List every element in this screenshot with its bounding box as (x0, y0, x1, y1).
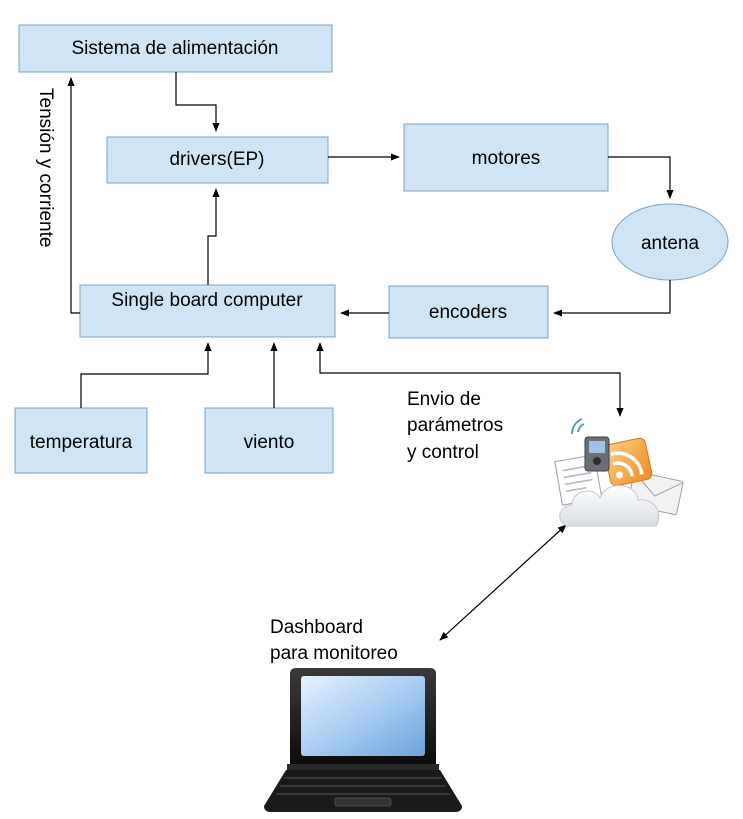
params-label-line2: parámetros (407, 415, 503, 436)
cloud-services-icon (554, 418, 684, 527)
dashboard-label-line2: para monitoreo (270, 643, 398, 664)
sbc-to-power-arrow (67, 77, 80, 314)
params-label: Envio de parámetros y control (407, 389, 503, 463)
antenna-to-encoders-arrow (553, 280, 671, 317)
motors-to-antenna-arrow (608, 156, 674, 199)
motors-label: motores (472, 148, 541, 169)
sbc-label: Single board computer (111, 290, 303, 311)
temperature-label: temperatura (30, 432, 133, 453)
wind-label: viento (244, 432, 295, 453)
dashboard-label: Dashboard para monitoreo (270, 617, 398, 664)
dashboard-label-line1: Dashboard (270, 617, 363, 638)
cloud-laptop-link-arrow (439, 524, 567, 641)
temperature-box: temperatura (14, 407, 148, 474)
drivers-label: drivers(EP) (169, 149, 264, 170)
voltage-current-label: Tensión y corriente (35, 88, 56, 247)
temperature-to-sbc-arrow (80, 342, 212, 408)
sbc-box: Single board computer (79, 284, 336, 338)
power-system-box: Sistema de alimentación (18, 24, 333, 73)
wind-box: viento (204, 407, 334, 474)
power-to-drivers-arrow (175, 72, 220, 132)
power-system-label: Sistema de alimentación (72, 38, 279, 59)
motors-box: motores (403, 123, 609, 192)
sbc-to-drivers-arrow (207, 188, 220, 285)
laptop-icon (264, 668, 462, 812)
encoders-box: encoders (388, 285, 549, 339)
params-label-line3: y control (407, 442, 479, 463)
params-label-line1: Envio de (407, 389, 481, 410)
antenna-ellipse: antena (611, 203, 729, 281)
drivers-box: drivers(EP) (106, 136, 329, 184)
sbc-cloud-link-arrow (316, 342, 624, 417)
antenna-label: antena (641, 233, 700, 254)
encoders-label: encoders (429, 302, 507, 323)
